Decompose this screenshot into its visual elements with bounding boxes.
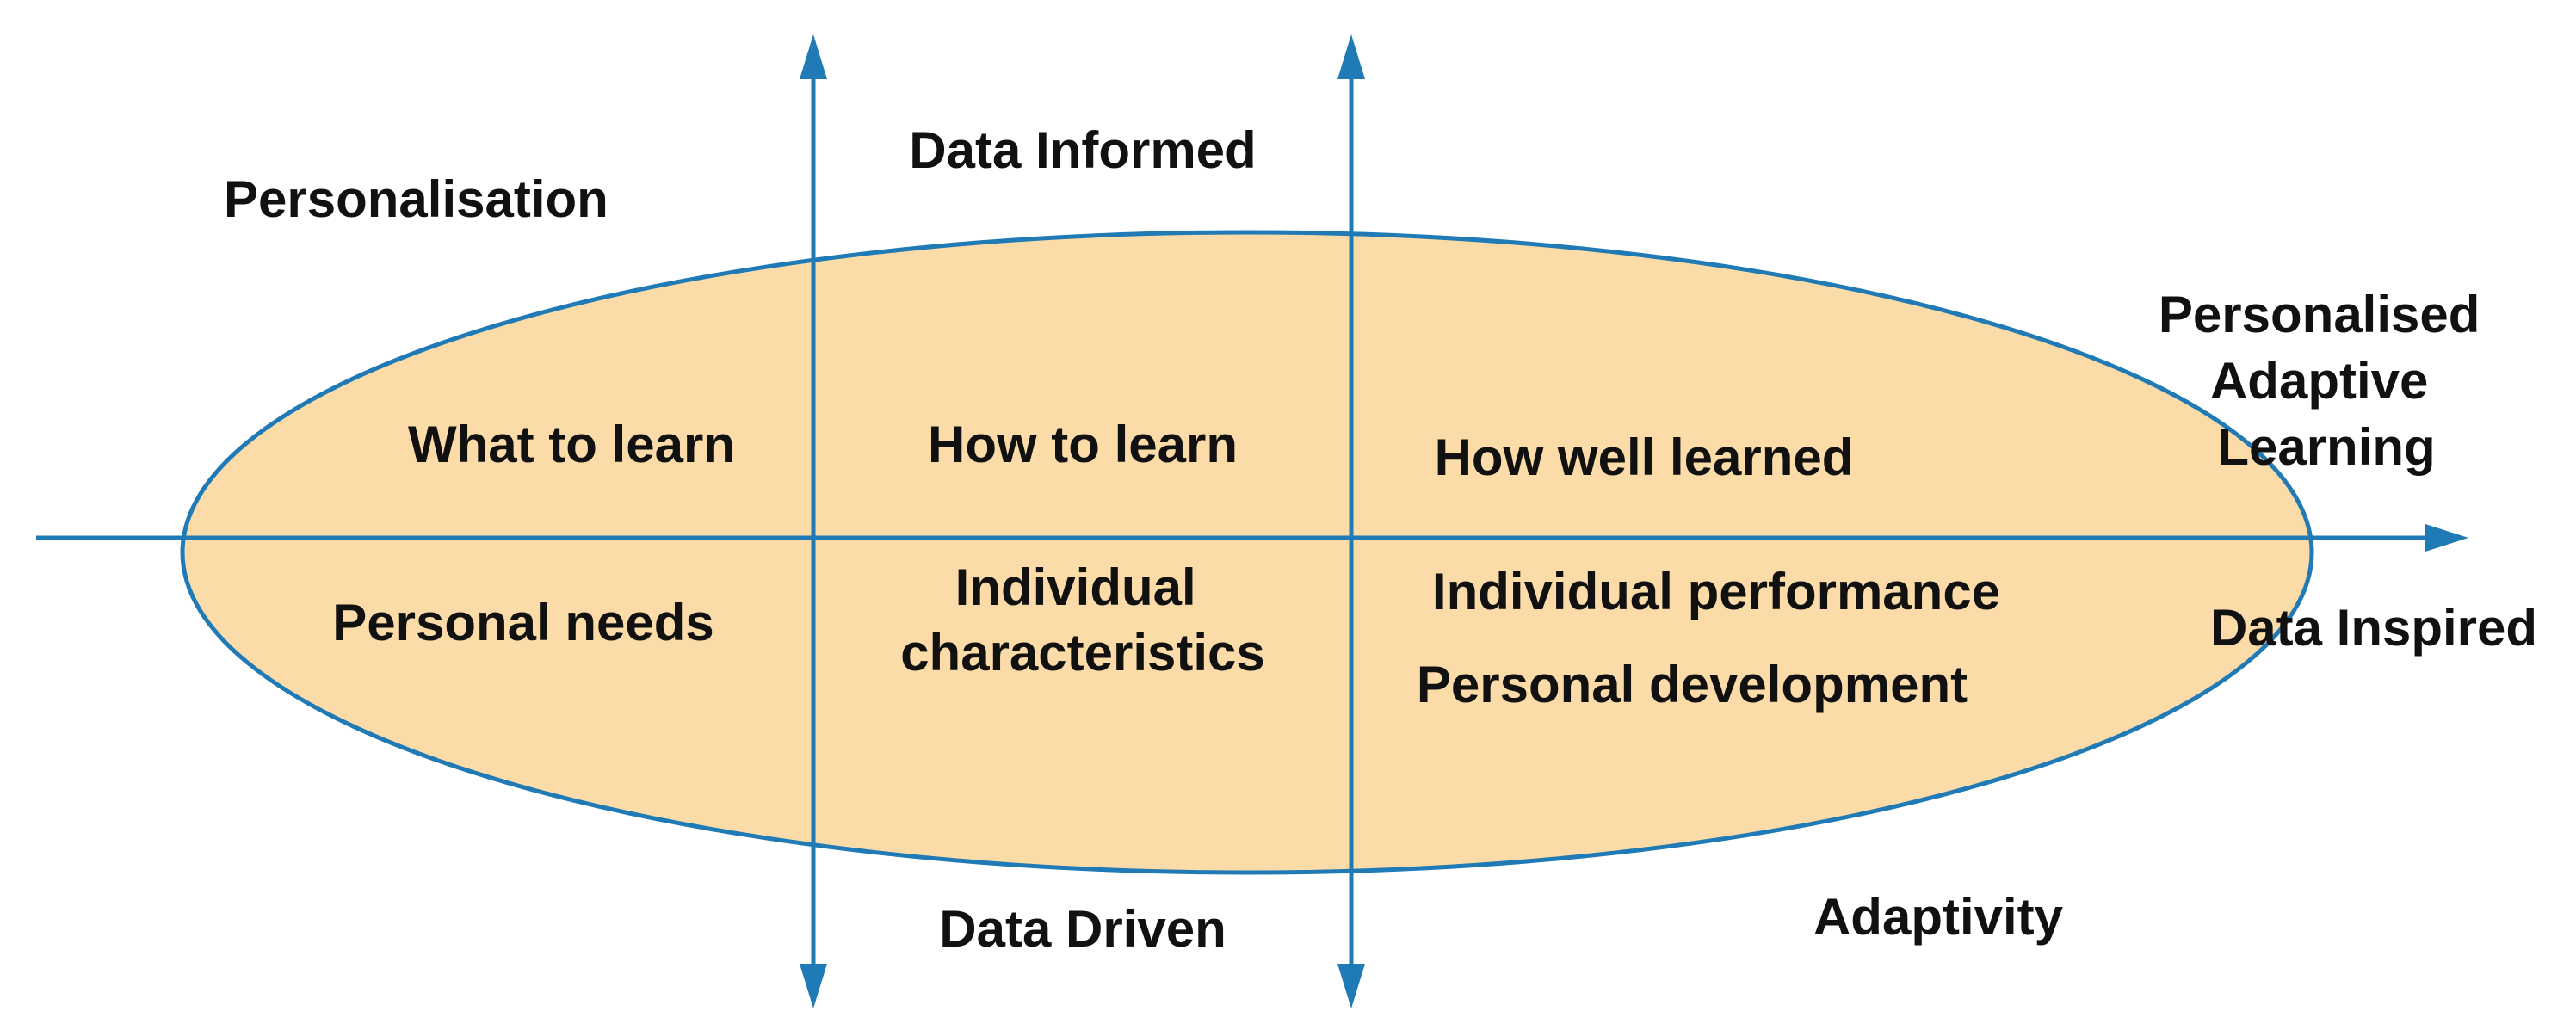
learning-ellipse	[180, 230, 2314, 875]
quadrant-how-well-learned: How well learned	[1435, 429, 1854, 486]
quadrant-individual-characteristics: Individual characteristics	[900, 558, 1265, 682]
label-pal-line-3: Learning	[2217, 418, 2435, 476]
left-vertical-arrowhead-top	[800, 34, 827, 79]
left-vertical-arrowhead-bottom	[800, 964, 827, 1008]
quadrant-individual-performance: Individual performance	[1432, 563, 2000, 620]
label-personalisation: Personalisation	[224, 170, 608, 228]
quadrant-individual-characteristics-line-1: Individual	[955, 558, 1196, 616]
quadrant-personal-development: Personal development	[1417, 656, 1968, 713]
label-pal-line-2: Adaptive	[2210, 352, 2428, 410]
label-pal-line-1: Personalised	[2159, 286, 2480, 343]
label-personalised-adaptive-learning: Personalised Adaptive Learning	[2159, 286, 2494, 476]
quadrant-how-to-learn: How to learn	[928, 416, 1238, 473]
right-vertical-arrowhead-bottom	[1337, 964, 1365, 1008]
quadrant-personal-needs: Personal needs	[332, 594, 714, 651]
right-vertical-arrowhead-top	[1337, 34, 1365, 79]
horizontal-arrowhead	[2425, 524, 2468, 552]
label-adaptivity: Adaptivity	[1813, 888, 2064, 946]
quadrant-what-to-learn: What to learn	[408, 416, 735, 473]
quadrant-individual-characteristics-line-2: characteristics	[900, 624, 1265, 682]
label-data-driven: Data Driven	[939, 900, 1226, 958]
label-data-inspired: Data Inspired	[2210, 599, 2537, 657]
label-data-informed: Data Informed	[909, 121, 1256, 179]
